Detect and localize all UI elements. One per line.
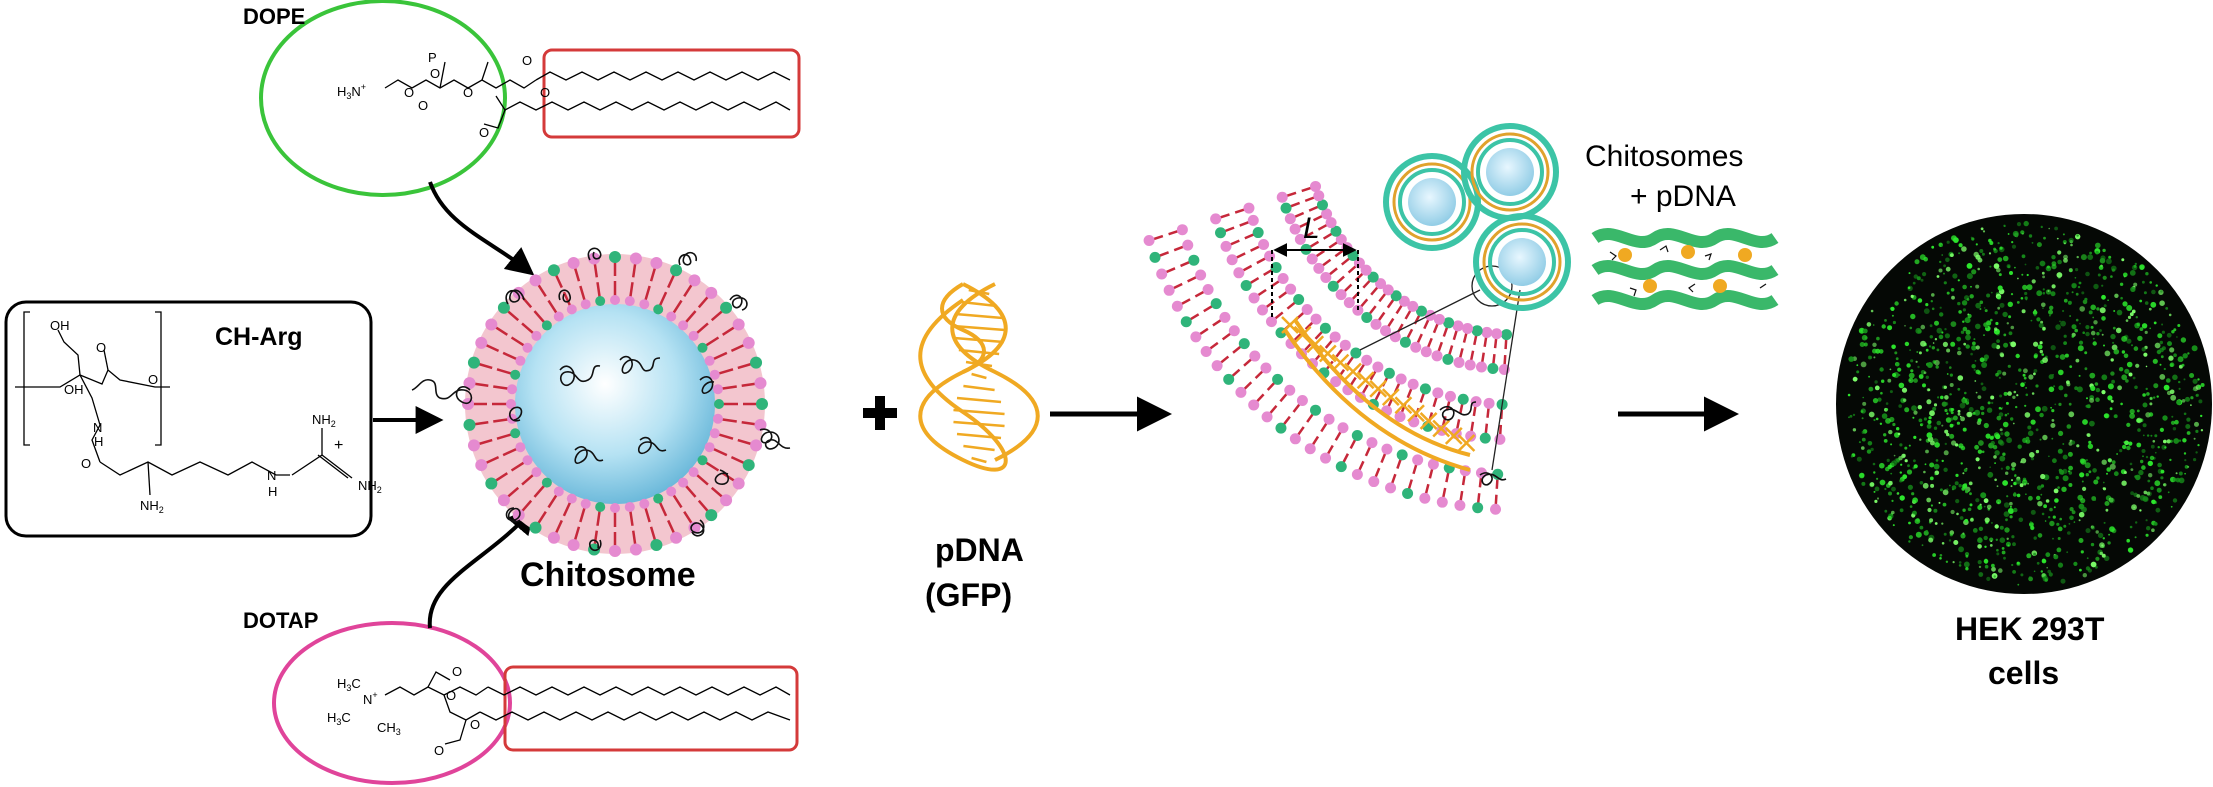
chitosome-vesicle <box>411 247 791 557</box>
svg-text:O: O <box>404 85 414 100</box>
small-chitosome-2 <box>1461 123 1559 221</box>
lamellar-chain-scribbles <box>1439 401 1507 486</box>
dotap-skeletal-structure <box>384 671 791 745</box>
svg-text:N: N <box>93 420 102 435</box>
chitosome-label: Chitosome <box>520 556 696 594</box>
chitosomes-label-line1: Chitosomes <box>1585 140 1743 173</box>
hek-label-line2: cells <box>1988 655 2059 691</box>
dope-skeletal-structure <box>384 61 791 129</box>
spacing-label: L <box>1303 212 1320 245</box>
svg-text:H3C: H3C <box>327 710 351 727</box>
dope-tail-box <box>542 48 801 139</box>
svg-text:H: H <box>268 484 277 499</box>
svg-text:NH2: NH2 <box>358 478 382 495</box>
svg-text:P: P <box>428 50 437 65</box>
svg-text:O: O <box>479 125 489 140</box>
dope-head-circle <box>259 0 507 197</box>
ch-arg-box <box>4 300 373 538</box>
svg-text:NH2: NH2 <box>312 412 336 429</box>
pdna-label-line1: pDNA <box>935 532 1024 568</box>
arrows-to-chitosome <box>373 181 536 629</box>
lamellar-complex <box>1143 180 1512 515</box>
arrow-dotap-to-chitosome <box>427 505 536 629</box>
hek-cells-image <box>1836 214 2212 594</box>
svg-text:O: O <box>522 53 532 68</box>
svg-text:O: O <box>418 98 428 113</box>
small-chitosomes <box>1383 123 1571 311</box>
svg-text:O: O <box>463 85 473 100</box>
svg-text:O: O <box>430 66 440 81</box>
dotap-tail-box <box>503 665 799 752</box>
svg-text:OH: OH <box>50 318 70 333</box>
svg-text:CH3: CH3 <box>377 720 401 737</box>
svg-text:OH: OH <box>64 382 84 397</box>
svg-text:O: O <box>81 456 91 471</box>
chitosomes-label-line2: + pDNA <box>1630 180 1736 213</box>
chitosomes-pdna-icon <box>1591 227 1779 311</box>
svg-text:NH2: NH2 <box>140 498 164 515</box>
svg-text:O: O <box>540 85 550 100</box>
ch-arg-label: CH-Arg <box>215 323 303 351</box>
svg-text:H3C: H3C <box>337 676 361 693</box>
pdna-label-line2: (GFP) <box>925 577 1012 613</box>
svg-text:O: O <box>452 664 462 679</box>
svg-text:+: + <box>334 437 343 454</box>
dotap-label: DOTAP <box>243 608 318 633</box>
dope-label: DOPE <box>243 4 305 29</box>
svg-text:O: O <box>434 743 444 758</box>
svg-text:O: O <box>96 340 106 355</box>
svg-text:H3N+: H3N+ <box>337 82 366 101</box>
dotap-molecule: H3C N+ H3C CH3 O O O O <box>272 621 799 785</box>
svg-text:N: N <box>267 468 276 483</box>
small-chitosome-3 <box>1473 213 1571 311</box>
svg-text:H: H <box>94 434 103 449</box>
svg-text:O: O <box>446 688 456 703</box>
svg-text:O: O <box>470 717 480 732</box>
hek-label-line1: HEK 293T <box>1955 611 2105 647</box>
plus-sign <box>863 396 897 430</box>
chitosome-core <box>515 304 715 504</box>
dotap-head-circle <box>272 621 512 785</box>
ch-arg-structure: OH O OH O N H O NH2 NH2 NH2 N H + <box>4 300 382 538</box>
svg-text:O: O <box>148 372 158 387</box>
svg-text:N+: N+ <box>363 690 378 707</box>
spacing-measurement <box>1271 243 1359 318</box>
arrow-dope-to-chitosome <box>428 181 535 276</box>
pdna-helix <box>918 282 1040 472</box>
dope-molecule: H3N+ O P O O O O O O <box>259 0 801 197</box>
